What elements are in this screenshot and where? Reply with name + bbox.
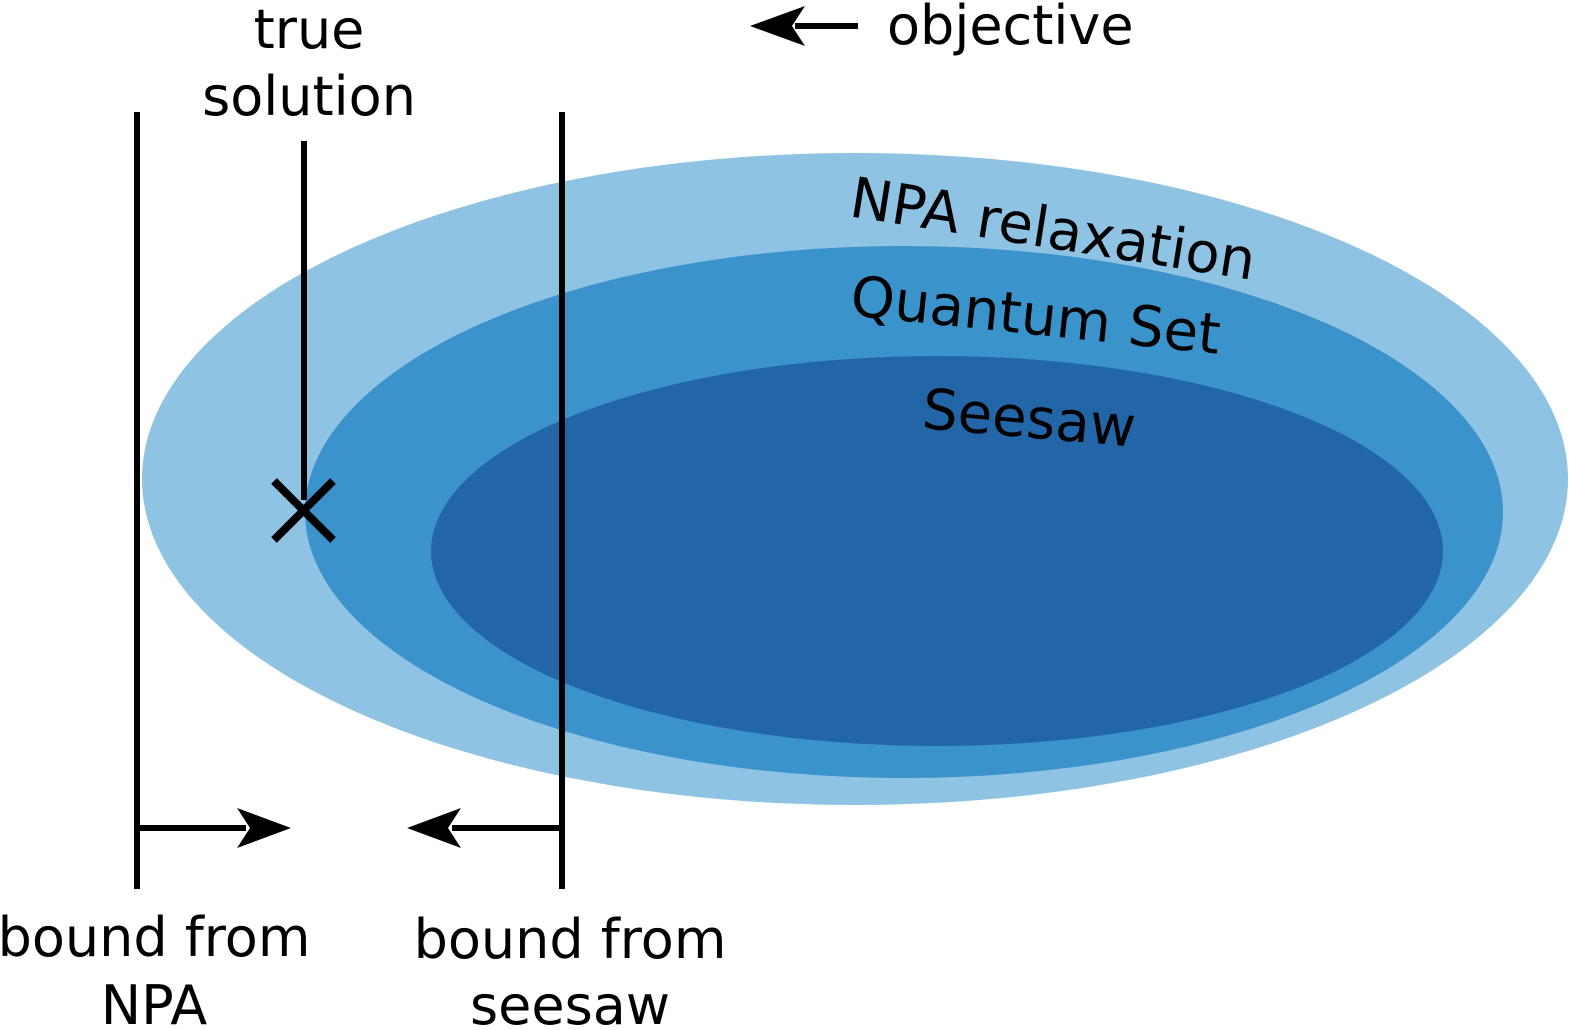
arrow-icon — [750, 6, 805, 46]
bound-npa-label-line2: NPA — [101, 974, 208, 1030]
bound-npa-label-line1: bound from — [0, 906, 310, 969]
sets — [142, 153, 1568, 805]
x-mark-icon — [271, 478, 336, 543]
seesaw-bound-arrow — [407, 808, 562, 848]
bound-seesaw-label-line1: bound from — [414, 908, 727, 971]
true-solution-label-line1: true — [254, 0, 365, 61]
true-solution-label-line2: solution — [202, 65, 416, 128]
arrow-icon — [407, 808, 461, 848]
bound-seesaw-label-line2: seesaw — [470, 974, 670, 1030]
npa-bound-arrow — [137, 808, 291, 848]
objective-label: objective — [887, 0, 1134, 57]
arrow-icon — [237, 808, 291, 848]
seesaw-ellipse — [431, 356, 1443, 746]
objective-arrow — [750, 6, 858, 46]
